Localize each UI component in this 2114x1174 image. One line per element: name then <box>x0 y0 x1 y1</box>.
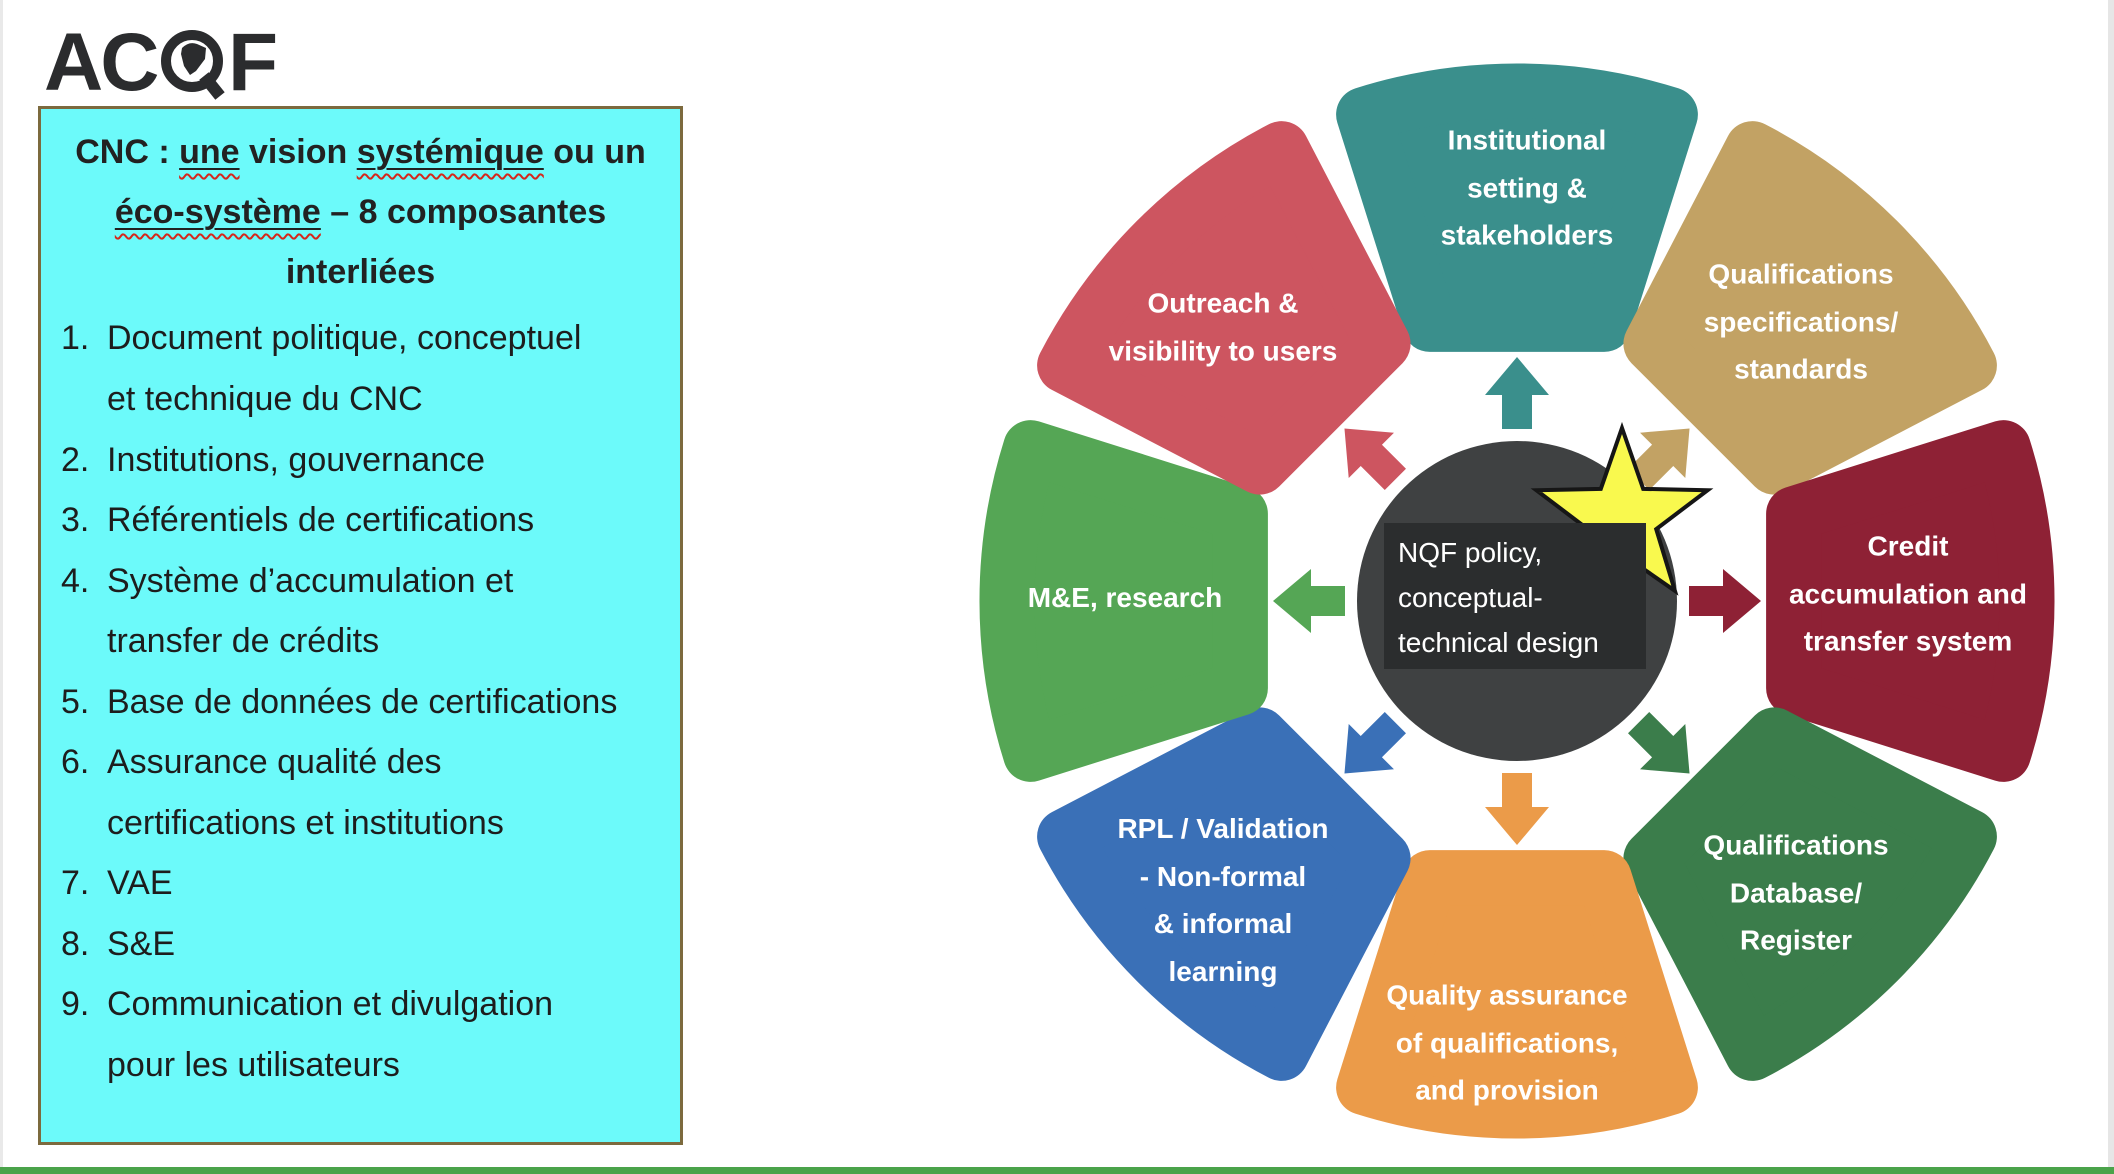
list-item: 2.Institutions, gouvernance <box>61 440 486 479</box>
title-prefix: CNC : <box>75 133 180 171</box>
cnc-text-panel: CNC : une vision systémique ou un éco-sy… <box>38 106 683 1145</box>
list-item: 6.Assurance qualité des certifications e… <box>61 743 504 842</box>
list-item: 9.Communication et divulgation pour les … <box>61 985 554 1084</box>
title-mid: vision <box>239 133 357 171</box>
list-item: 8.S&E <box>61 924 176 963</box>
title-mid: ou un <box>543 133 646 171</box>
list-item: 1.Document politique, conceptuel et tech… <box>61 319 582 418</box>
segment-label-quality-assurance: Quality assurance of qualifications, and… <box>1386 979 1628 1106</box>
list-item: 4.Système d’accumulation et transfer de … <box>61 561 514 661</box>
title-misspelled-word: éco-système <box>114 192 321 231</box>
segment-label-qualifications-specifications: Qualifications specifications/ standards <box>1703 258 1899 385</box>
panel-title: CNC : une vision systémique ou un éco-sy… <box>65 123 656 302</box>
component-list: 1.Document politique, conceptuel et tech… <box>41 308 680 1095</box>
arrow-down-icon <box>1485 773 1549 845</box>
slide-left-edge <box>0 0 3 1174</box>
center-hub-label: NQF policy, conceptual- technical design <box>1384 523 1646 669</box>
logo-text-f: F <box>228 17 278 106</box>
logo-text-ac: AC <box>44 17 157 106</box>
title-suffix: – 8 composantes interliées <box>285 192 607 291</box>
segment-label-institutional: Institutional setting & stakeholders <box>1440 124 1614 251</box>
list-item: 5.Base de données de certifications <box>61 682 618 721</box>
segment-label-outreach: Outreach & visibility to users <box>1108 287 1338 366</box>
list-item: 3.Référentiels de certifications <box>61 501 535 540</box>
segment-label-rpl-validation: RPL / Validation - Non-formal & informal… <box>1117 812 1329 987</box>
title-misspelled-word: systémique <box>356 133 544 171</box>
title-misspelled-word: une <box>179 133 240 171</box>
segment-label-credit-transfer: Credit accumulation and transfer system <box>1788 530 2028 657</box>
bottom-green-bar <box>0 1167 2114 1174</box>
slide-right-edge <box>2108 0 2114 1174</box>
arrow-up-icon <box>1485 357 1549 429</box>
logo-q-africa-icon <box>161 30 225 100</box>
list-item: 7.VAE <box>61 864 173 903</box>
segment-label-qualifications-database: Qualifications Database/ Register <box>1703 829 1889 956</box>
acqf-logo: AC F <box>44 14 364 106</box>
segment-label-me-research: M&E, research <box>1027 582 1223 614</box>
